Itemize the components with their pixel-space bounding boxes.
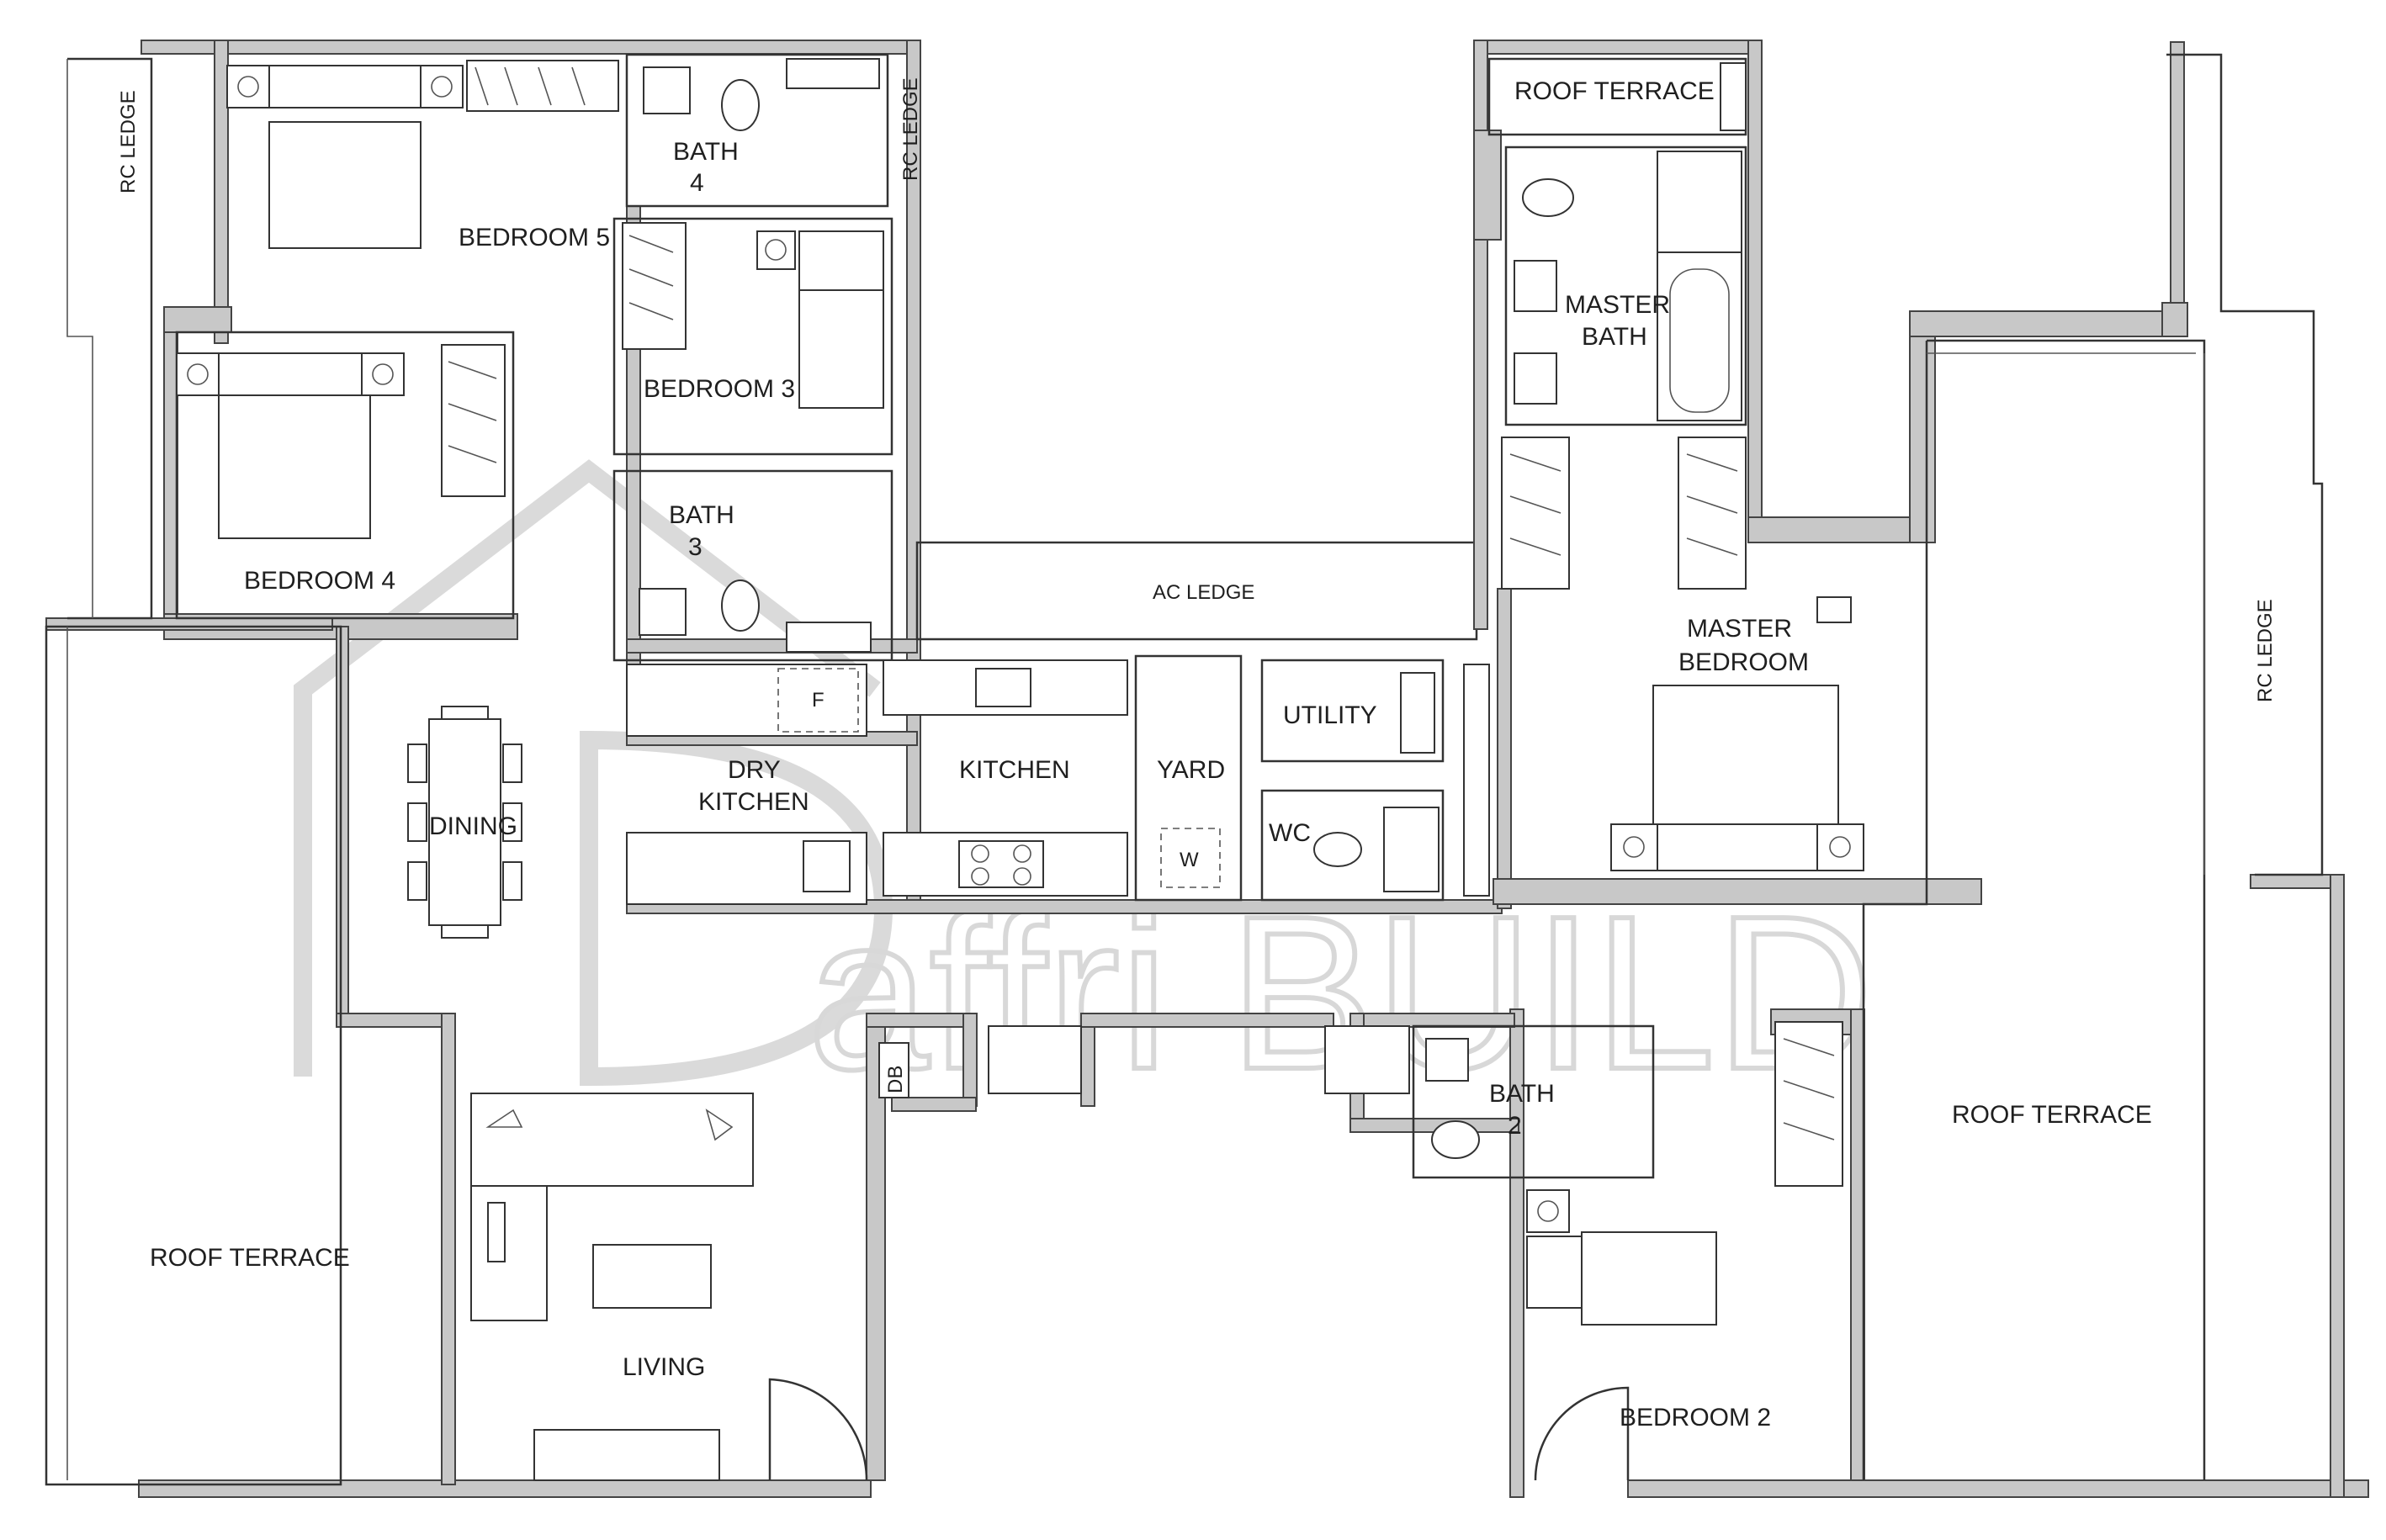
bath-4: BATH 4 RC LEDGE (625, 53, 922, 208)
roof-terrace-top: ROOF TERRACE (1487, 57, 1747, 136)
master-bath-line2: BATH (1582, 323, 1647, 351)
dry-kitchen-line1: DRY (728, 756, 781, 784)
rc-ledge-right-label: RC LEDGE (2254, 599, 2277, 702)
master-bedroom: MASTER BEDROOM (1501, 437, 1864, 871)
roof-terrace-left: ROOF TERRACE (45, 625, 350, 1486)
master-bedroom-line2: BEDROOM (1678, 648, 1809, 676)
bedroom-5: BEDROOM 5 (226, 60, 619, 251)
bath-3: BATH 3 (612, 469, 893, 662)
fridge-label: F (812, 689, 824, 712)
dining-label: DINING (429, 812, 517, 840)
master-bath-line1: MASTER (1565, 291, 1670, 319)
rc-ledge-right-area: RC LEDGE (2166, 53, 2324, 876)
bath-3-line2: 3 (688, 533, 703, 561)
wc-label: WC (1269, 819, 1311, 847)
bedroom-5-label: BEDROOM 5 (459, 224, 610, 251)
living-label: LIVING (623, 1353, 705, 1381)
roof-terrace-top-label: ROOF TERRACE (1514, 77, 1715, 105)
bath-2: BATH 2 (1324, 1024, 1655, 1179)
kitchen-label: KITCHEN (959, 756, 1070, 784)
bedroom-4: BEDROOM 4 (175, 331, 515, 620)
ac-ledge: AC LEDGE (915, 541, 1478, 641)
db-label: DB (884, 1066, 907, 1093)
roof-terrace-left-label: ROOF TERRACE (150, 1244, 350, 1272)
db-panel: DB (878, 1025, 1082, 1098)
bath-3-line1: BATH (669, 501, 734, 529)
utility-wc: UTILITY WC (1260, 659, 1490, 902)
dining: DINING (407, 706, 522, 939)
kitchen: KITCHEN (883, 659, 1128, 897)
bedroom-2-label: BEDROOM 2 (1620, 1404, 1771, 1432)
yard: W YARD (1134, 654, 1243, 902)
rc-ledge-top-label: RC LEDGE (899, 77, 922, 181)
yard-label: YARD (1157, 756, 1225, 784)
roof-terrace-right: ROOF TERRACE (1862, 339, 2206, 1480)
bath-4-line1: BATH (673, 138, 739, 166)
bedroom-2: BEDROOM 2 (1526, 1021, 1843, 1481)
ac-ledge-label: AC LEDGE (1153, 581, 1254, 604)
bath-2-line1: BATH (1489, 1080, 1555, 1108)
dry-kitchen-line2: KITCHEN (698, 788, 809, 816)
master-bedroom-line1: MASTER (1687, 615, 1792, 643)
bedroom-4-label: BEDROOM 4 (244, 567, 395, 595)
rc-ledge-left-label: RC LEDGE (117, 90, 140, 193)
utility-label: UTILITY (1283, 701, 1377, 729)
living: LIVING (470, 1093, 868, 1481)
bedroom-3: BEDROOM 3 (612, 217, 893, 456)
bedroom-3-label: BEDROOM 3 (644, 375, 795, 403)
rc-ledge-left-area: RC LEDGE (66, 57, 153, 620)
dry-kitchen: F DRY KITCHEN (626, 664, 867, 905)
right-wing-walls (1349, 40, 2369, 1498)
bath-2-line2: 2 (1508, 1112, 1522, 1140)
bath-4-line2: 4 (690, 169, 704, 197)
master-bath: MASTER BATH (1504, 146, 1747, 426)
washer-label: W (1180, 849, 1199, 871)
roof-terrace-right-label: ROOF TERRACE (1952, 1101, 2152, 1129)
